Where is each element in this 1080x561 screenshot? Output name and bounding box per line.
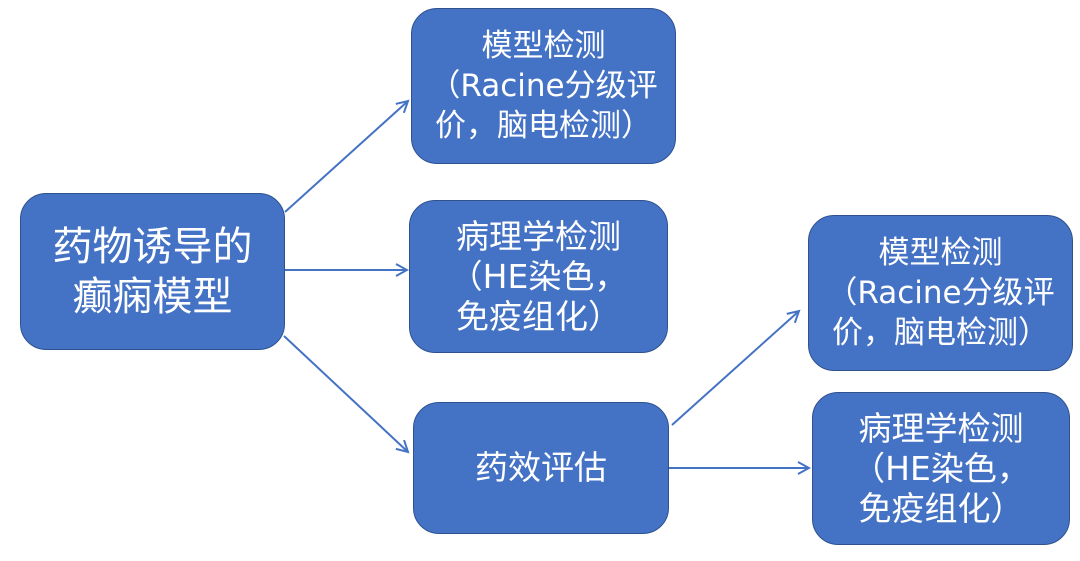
model-test-2-line-3: 价，脑电检测） — [832, 315, 1049, 351]
pathology-test-line-2: （HE染色， — [449, 256, 628, 296]
model-test-line-1: 模型检测 — [481, 28, 606, 64]
pathology-test-2-node[interactable]: 病理学检测 （HE染色， 免疫组化） — [812, 392, 1070, 545]
efficacy-node[interactable]: 药效评估 — [413, 402, 669, 534]
edge-root-to-efficacy — [283, 335, 408, 452]
pathology-test-2-line-1: 病理学检测 — [858, 408, 1024, 448]
model-test-line-3: 价，脑电检测） — [435, 108, 652, 144]
pathology-test-2-line-2: （HE染色， — [852, 448, 1030, 488]
root-node-line-2: 癫痫模型 — [72, 273, 233, 320]
edge-efficacy-to-model-test-2 — [671, 311, 799, 426]
model-test-2-line-1: 模型检测 — [878, 235, 1003, 271]
pathology-test-line-1: 病理学检测 — [456, 216, 621, 256]
pathology-test-node[interactable]: 病理学检测 （HE染色， 免疫组化） — [409, 200, 668, 353]
model-test-2-line-2: （Racine分级评 — [826, 275, 1055, 311]
root-node-line-1: 药物诱导的 — [52, 223, 253, 270]
model-test-node[interactable]: 模型检测 （Racine分级评 价，脑电检测） — [411, 8, 676, 164]
pathology-test-2-line-3: 免疫组化） — [858, 488, 1024, 528]
model-test-2-node[interactable]: 模型检测 （Racine分级评 价，脑电检测） — [808, 215, 1073, 371]
efficacy-line-1: 药效评估 — [475, 448, 607, 487]
model-test-line-2: （Racine分级评 — [429, 68, 658, 104]
root-node[interactable]: 药物诱导的 癫痫模型 — [20, 193, 285, 350]
edge-root-to-model-test — [284, 101, 408, 213]
pathology-test-line-3: 免疫组化） — [456, 296, 621, 336]
